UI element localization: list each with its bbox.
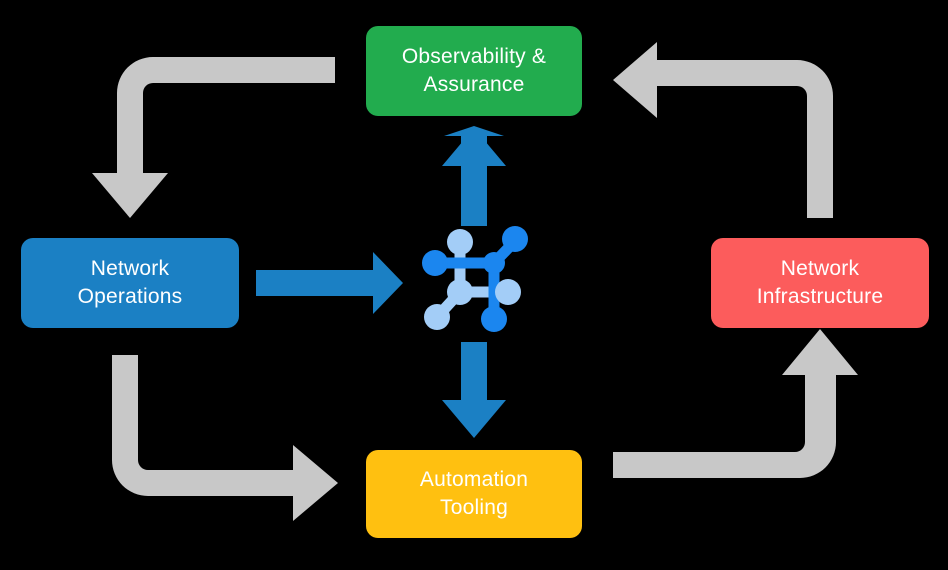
node-network-operations[interactable]: Network Operations	[21, 238, 239, 328]
connector-operations-to-center	[256, 252, 403, 314]
node-label: Network Operations	[77, 256, 183, 308]
connector-center-to-automation	[442, 342, 506, 438]
node-label: Network Infrastructure	[756, 256, 884, 308]
node-label: Observability & Assurance	[401, 44, 547, 96]
connector-center-to-observability	[442, 126, 506, 226]
connector-operations-to-automation	[112, 355, 338, 521]
node-network-infrastructure[interactable]: Network Infrastructure	[711, 238, 929, 328]
node-label: Automation Tooling	[419, 467, 529, 519]
connector-infrastructure-to-observability	[613, 42, 833, 218]
connector-observability-to-operations	[92, 57, 335, 218]
network-topology-icon	[422, 226, 528, 332]
connector-automation-to-infrastructure	[613, 329, 858, 478]
node-observability-assurance[interactable]: Observability & Assurance	[366, 26, 582, 116]
node-automation-tooling[interactable]: Automation Tooling	[366, 450, 582, 538]
